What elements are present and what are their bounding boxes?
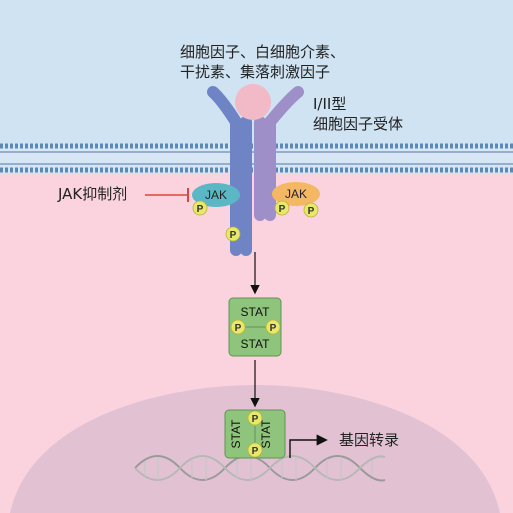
svg-text:P: P — [252, 446, 259, 457]
jak-right-label: JAK — [285, 187, 307, 201]
stat-bottom-label: STAT — [241, 337, 271, 351]
ligands-label-line1: 细胞因子、白细胞介素、 — [180, 43, 346, 61]
svg-text:P: P — [279, 204, 286, 215]
transcription-arrow — [289, 434, 328, 458]
jak-left — [192, 183, 240, 207]
stat-dimer: STAT STAT P P — [228, 297, 282, 357]
svg-text:P: P — [270, 323, 277, 334]
svg-text:P: P — [308, 206, 315, 217]
stat-right-vertical-label: STAT — [259, 419, 273, 449]
svg-text:P: P — [197, 204, 204, 215]
nuclear-stat-dimer: STAT STAT P P — [224, 409, 286, 459]
gene-transcription-label: 基因转录 — [339, 431, 400, 449]
jak-right — [272, 182, 320, 206]
svg-text:P: P — [252, 414, 259, 425]
receptor-label-line2: 细胞因子受体 — [313, 115, 404, 133]
svg-text:P: P — [235, 323, 242, 334]
cytokine-receptor — [207, 86, 304, 256]
stat-left-vertical-label: STAT — [229, 419, 243, 449]
receptor-label-line1: I/II型 — [313, 95, 347, 113]
ligands-label-line2: 干扰素、集落刺激因子 — [180, 63, 331, 81]
jak-left-label: JAK — [205, 188, 227, 202]
svg-text:P: P — [230, 230, 237, 241]
cytokine-ligand — [235, 84, 271, 120]
inhibitor-bar — [145, 188, 189, 202]
jak-inhibitor-label: JAK抑制剂 — [58, 185, 128, 203]
stat-top-label: STAT — [241, 305, 271, 319]
dna-helix — [134, 455, 386, 482]
phospho-groups-jak: P P P P — [192, 200, 319, 242]
